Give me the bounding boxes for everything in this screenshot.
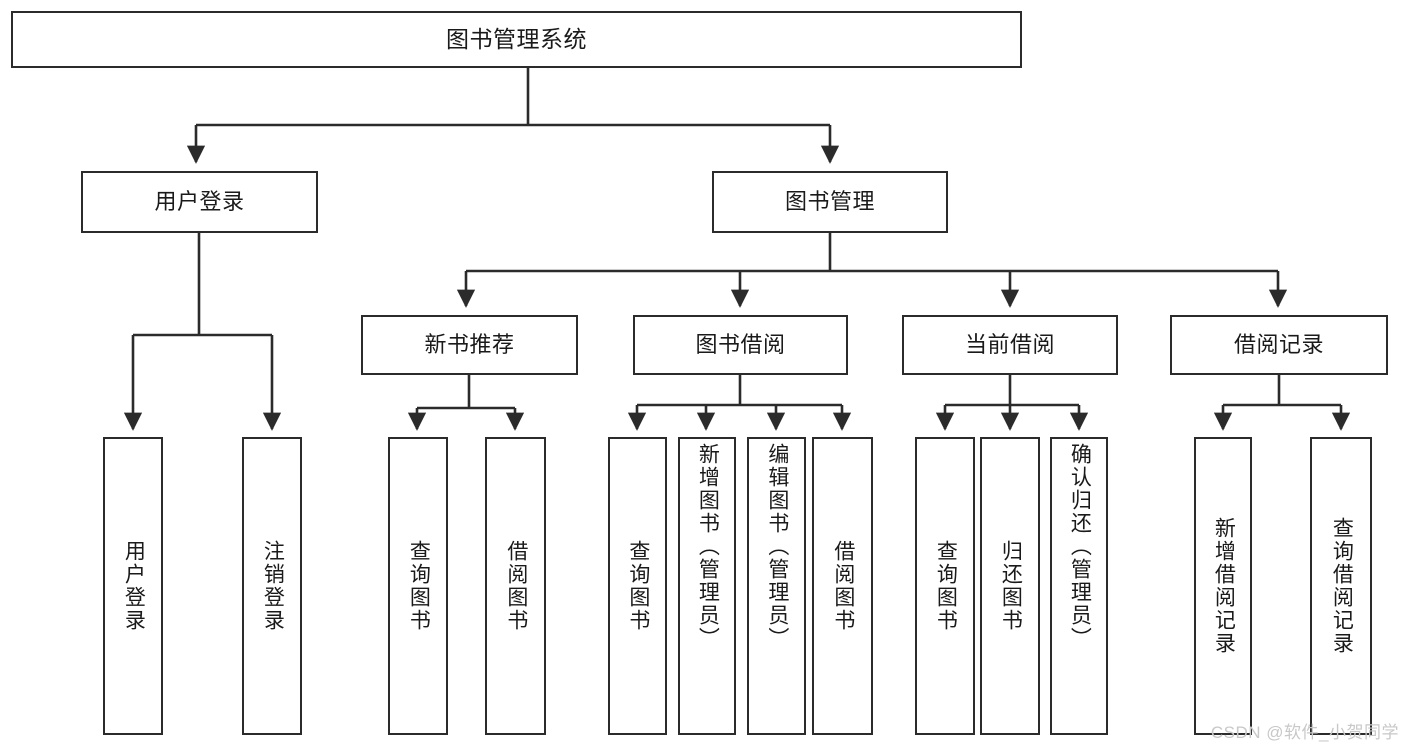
- node-label: 借阅图书: [831, 540, 855, 632]
- node-label: 新增借阅记录: [1212, 517, 1236, 655]
- node-label: 借阅记录: [1233, 331, 1324, 357]
- csdn-watermark: CSDN @软件_小贺同学: [1210, 723, 1399, 742]
- leaf-borrow-record-query[interactable]: 查询借阅记录: [1310, 437, 1372, 735]
- node-label: 编辑图书（管理员）: [765, 443, 789, 650]
- node-label: 图书管理: [784, 188, 875, 214]
- node-label: 图书管理系统: [446, 25, 587, 52]
- leaf-new-book-borrow[interactable]: 借阅图书: [485, 437, 546, 735]
- node-label: 归还图书: [999, 540, 1023, 632]
- node-label: 新增图书（管理员）: [696, 443, 720, 650]
- node-new-book-recommend[interactable]: 新书推荐: [361, 315, 578, 375]
- node-label: 查询图书: [934, 540, 958, 632]
- leaf-user-login-signout[interactable]: 注销登录: [242, 437, 302, 735]
- node-label: 用户登录: [122, 540, 146, 632]
- node-borrow-record[interactable]: 借阅记录: [1170, 315, 1388, 375]
- leaf-borrow-record-add[interactable]: 新增借阅记录: [1194, 437, 1252, 735]
- leaf-current-borrow-confirm-admin[interactable]: 确认归还（管理员）: [1050, 437, 1108, 735]
- node-label: 查询借阅记录: [1330, 517, 1354, 655]
- leaf-new-book-query[interactable]: 查询图书: [388, 437, 448, 735]
- node-label: 查询图书: [626, 540, 650, 632]
- node-label: 新书推荐: [424, 331, 515, 357]
- node-label: 图书借阅: [695, 331, 786, 357]
- leaf-book-borrow-add-admin[interactable]: 新增图书（管理员）: [678, 437, 736, 735]
- node-label: 用户登录: [154, 188, 245, 214]
- leaf-book-borrow-edit-admin[interactable]: 编辑图书（管理员）: [747, 437, 806, 735]
- leaf-current-borrow-query[interactable]: 查询图书: [915, 437, 975, 735]
- node-label: 确认归还（管理员）: [1068, 443, 1092, 650]
- leaf-user-login-signin[interactable]: 用户登录: [103, 437, 163, 735]
- node-label: 借阅图书: [504, 540, 528, 632]
- node-label: 查询图书: [407, 540, 431, 632]
- leaf-book-borrow-borrow[interactable]: 借阅图书: [812, 437, 873, 735]
- node-label: 当前借阅: [964, 331, 1055, 357]
- leaf-current-borrow-return[interactable]: 归还图书: [980, 437, 1040, 735]
- node-user-login[interactable]: 用户登录: [81, 171, 318, 233]
- node-current-borrow[interactable]: 当前借阅: [902, 315, 1118, 375]
- node-root-book-management-system[interactable]: 图书管理系统: [11, 11, 1022, 68]
- leaf-book-borrow-query[interactable]: 查询图书: [608, 437, 667, 735]
- node-book-borrow[interactable]: 图书借阅: [633, 315, 848, 375]
- node-label: 注销登录: [261, 540, 285, 632]
- node-book-management[interactable]: 图书管理: [712, 171, 948, 233]
